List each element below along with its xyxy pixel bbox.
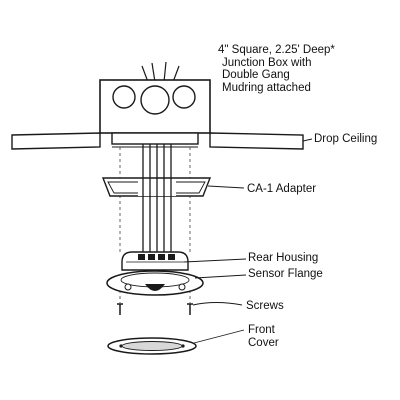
drop-ceiling-label: Drop Ceiling xyxy=(314,133,378,145)
leader-rear-housing xyxy=(183,258,247,263)
junction-box-label: 4" Square, 2.25' Deep* Junction Box with… xyxy=(218,44,335,94)
knockout-center xyxy=(140,85,170,115)
alignment-guides xyxy=(119,147,191,303)
leader-lines xyxy=(183,138,313,344)
box-wires xyxy=(141,61,180,83)
screws xyxy=(117,303,193,315)
sensor-flange-label: Sensor Flange xyxy=(248,268,323,280)
leader-sensor-flange xyxy=(194,274,247,279)
rear-housing xyxy=(121,251,189,271)
rear-housing-label: Rear Housing xyxy=(248,252,319,264)
ca1-adapter xyxy=(101,177,212,197)
knockout-left xyxy=(112,85,136,109)
front-cover-label: Front Cover xyxy=(248,324,279,349)
drop-ceiling-tile xyxy=(11,132,304,150)
leader-front-cover xyxy=(193,329,245,344)
sensor-flange xyxy=(106,270,204,296)
ca1-adapter-label: CA-1 Adapter xyxy=(247,183,317,195)
junction-box xyxy=(99,79,211,134)
leader-ca1-adapter xyxy=(207,185,245,189)
screws-label: Screws xyxy=(246,300,284,312)
leader-drop-ceiling xyxy=(302,138,313,142)
leader-screws xyxy=(192,302,243,306)
wire-bundle xyxy=(142,144,172,254)
knockout-right xyxy=(172,85,196,109)
mudring xyxy=(111,132,199,145)
front-cover xyxy=(107,337,197,355)
